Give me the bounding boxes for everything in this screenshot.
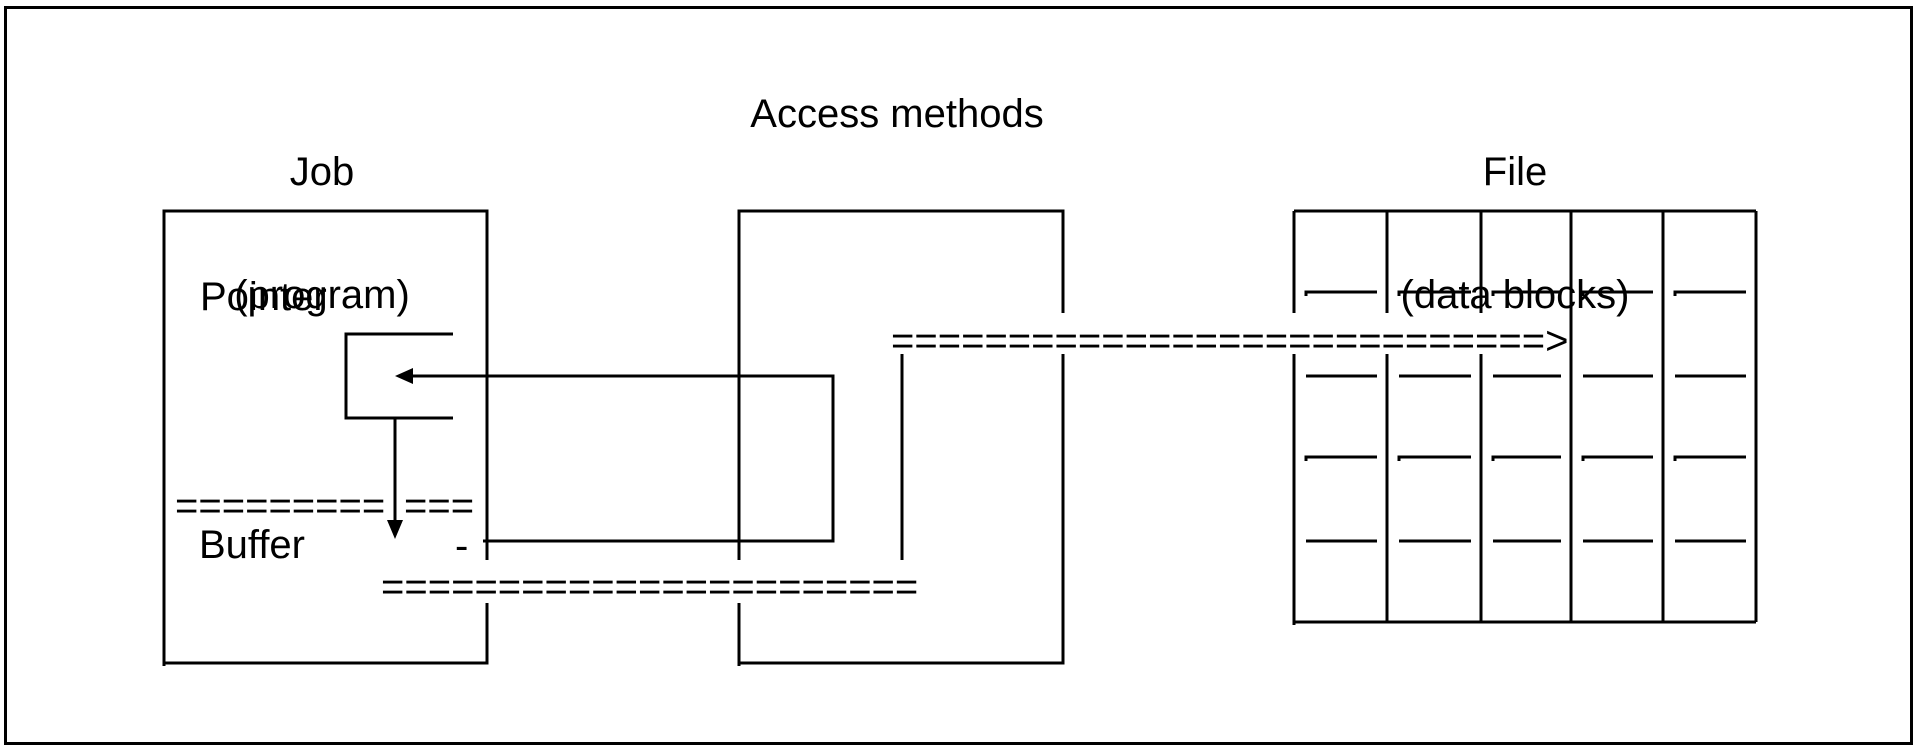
data-block-separator xyxy=(1673,455,1746,461)
data-block-separator xyxy=(1581,290,1653,296)
data-block-separator xyxy=(1491,455,1561,461)
data-block-separator xyxy=(1673,290,1746,296)
diagram-frame xyxy=(4,6,1913,745)
data-block-separator xyxy=(1397,455,1471,461)
data-block-separator xyxy=(1491,290,1561,296)
buffer-marker: - xyxy=(455,524,469,568)
pointer-box xyxy=(344,332,453,420)
data-block-separator xyxy=(1397,290,1471,296)
file-title-line2: (data blocks) xyxy=(1400,273,1630,317)
buffer-upper-boundary-left: ========= xyxy=(175,484,386,528)
job-title-line2: (program) xyxy=(234,273,410,317)
access-to-file-arrow: ============================> xyxy=(891,319,1569,363)
file-grid xyxy=(1292,209,1758,625)
access-to-pointer-line xyxy=(410,374,835,543)
buffer-upper-boundary-right: === xyxy=(404,484,475,528)
pointer-label: Pointer xyxy=(200,275,327,319)
job-title-line1: Job xyxy=(289,150,355,194)
buffer-label: Buffer xyxy=(199,523,305,567)
job-box xyxy=(162,209,489,666)
file-title: File (data blocks) xyxy=(1401,70,1630,398)
file-title-line1: File xyxy=(1482,150,1548,194)
job-box-bottom xyxy=(164,603,489,665)
access-to-pointer-arrowhead xyxy=(395,368,413,384)
data-block-separator xyxy=(1304,455,1377,461)
access-box-bottom xyxy=(739,354,1065,665)
buffer-to-access-transfer: ======================= xyxy=(381,565,919,609)
job-box-main xyxy=(162,209,489,666)
access-methods-box xyxy=(737,209,1065,666)
pointer-to-buffer-arrowhead xyxy=(387,520,403,539)
data-block-separator xyxy=(1304,290,1377,296)
access-methods-title: Access methods xyxy=(750,92,1044,136)
data-block-separator xyxy=(1581,455,1653,461)
job-title: Job (program) xyxy=(234,70,410,398)
access-box-upper xyxy=(737,209,1065,560)
